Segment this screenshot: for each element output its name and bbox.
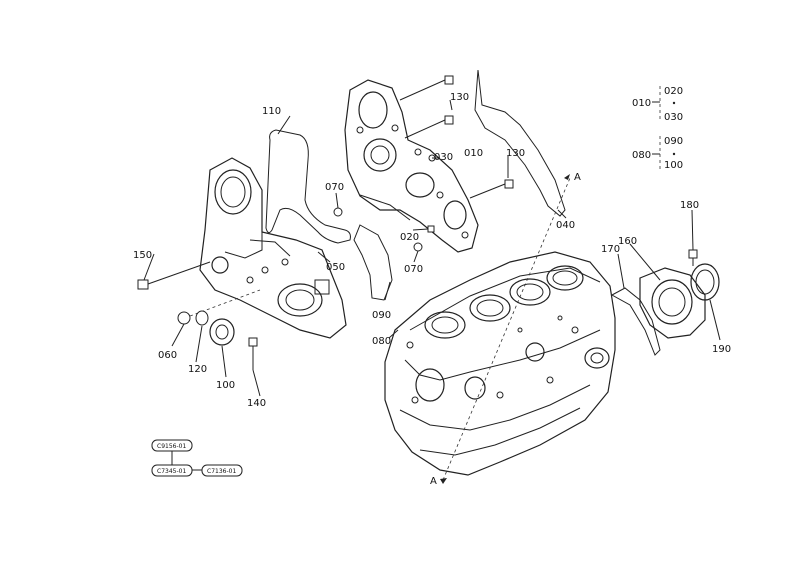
legend-group-080: 080 090 100 — [632, 136, 683, 172]
callout-190: 190 — [712, 344, 731, 355]
callout-180: 180 — [680, 200, 699, 211]
callout-080: 080 — [372, 336, 391, 347]
section-a-top: A — [574, 172, 581, 183]
engine-block — [384, 251, 616, 476]
ref-tag-2: C7345-01 — [157, 468, 186, 475]
legend-080: 080 — [632, 150, 651, 161]
callout-150: 150 — [133, 250, 152, 261]
callout-130-right: 130 — [506, 148, 525, 159]
gasket-040 — [474, 69, 566, 217]
legend-group-010: 010 020 030 — [632, 86, 683, 123]
callout-090: 090 — [372, 310, 391, 321]
callout-170: 170 — [601, 244, 620, 255]
gasket-050 — [353, 224, 393, 301]
callout-160: 160 — [618, 236, 637, 247]
oil-seal-190 — [690, 263, 720, 301]
washer-120 — [195, 310, 209, 326]
callout-060: 060 — [158, 350, 177, 361]
pin-030-010 — [414, 148, 436, 162]
reference-tags: C9156-01 C7345-01 C7136-01 — [151, 439, 243, 477]
ref-tag-1: C9156-01 — [157, 443, 186, 450]
ref-tag-3: C7136-01 — [207, 468, 236, 475]
bolt-130-upper — [399, 75, 454, 139]
callout-120: 120 — [188, 364, 207, 375]
callout-020: 020 — [400, 232, 419, 243]
callout-070-upper: 070 — [325, 182, 344, 193]
bolt-140 — [248, 337, 258, 370]
callout-100: 100 — [216, 380, 235, 391]
callout-130-upper: 130 — [450, 92, 469, 103]
leader-lines — [143, 99, 721, 397]
bolt-020 — [427, 225, 435, 233]
legend-090: 090 — [664, 136, 683, 147]
bolt-070 — [333, 207, 423, 252]
legend-030: 030 — [664, 112, 683, 123]
bolt-180 — [688, 249, 698, 266]
bolt-150 — [137, 261, 211, 290]
rear-housing-160 — [639, 267, 706, 339]
gasket-170 — [610, 287, 661, 356]
callout-140: 140 — [247, 398, 266, 409]
legend-020: 020 — [664, 86, 683, 97]
legend-100: 100 — [664, 160, 683, 171]
seal-100 — [209, 318, 235, 346]
callout-040: 040 — [556, 220, 575, 231]
legend-010: 010 — [632, 98, 651, 109]
callout-070-lower: 070 — [404, 264, 423, 275]
gear-case-left — [199, 157, 347, 339]
arrow-a-bottom — [440, 478, 447, 484]
bolt-130-right — [469, 179, 514, 199]
section-a-bottom: A — [430, 476, 437, 487]
gear-case-center — [344, 79, 479, 253]
callout-030: 030 — [434, 152, 453, 163]
gasket-110 — [265, 129, 351, 244]
section-line-a — [442, 177, 571, 481]
arrow-a-top — [564, 174, 570, 180]
callout-110: 110 — [262, 106, 281, 117]
callout-010: 010 — [464, 148, 483, 159]
callout-050: 050 — [326, 262, 345, 273]
